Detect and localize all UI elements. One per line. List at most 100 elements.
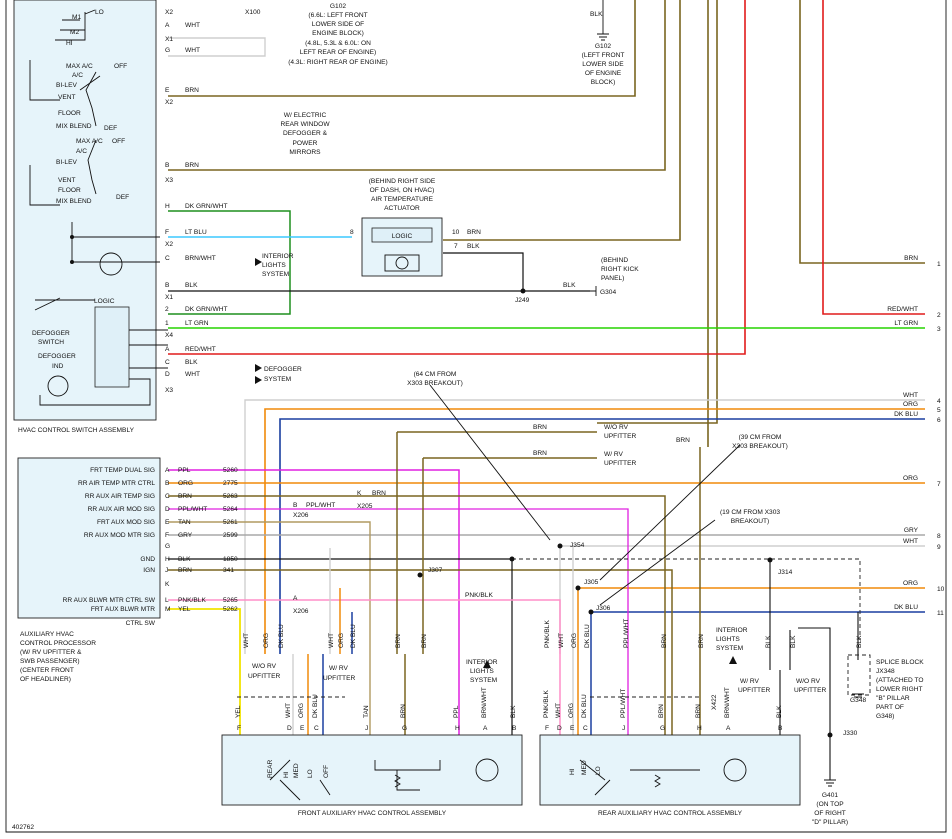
- defogger-ind-icon: [47, 375, 69, 397]
- rear-upper-1: WHT: [558, 633, 565, 648]
- rear-switch-1: MED: [581, 760, 588, 775]
- right-row-wire-6: ORG: [903, 475, 918, 482]
- aux-sig-pin-7: H: [165, 556, 170, 563]
- rear-pin-1: D: [557, 725, 562, 732]
- rear-upper-2: ORG: [571, 633, 578, 648]
- note-19cm-1: BREAKOUT): [731, 518, 769, 525]
- j314-label: J314: [778, 569, 793, 576]
- aux-sig-label-5: RR AUX MOD MTR SIG: [84, 532, 155, 539]
- wire-brn-x205: [360, 495, 666, 735]
- mode1-3: BI-LEV: [56, 82, 77, 89]
- g401-1: (ON TOP: [816, 801, 844, 808]
- x100-label: X100: [245, 9, 261, 16]
- aux-sig-label-0: FRT TEMP DUAL SIG: [90, 467, 155, 474]
- front-w-1: UPFITTER: [323, 675, 355, 682]
- rear-title: REAR AUXILIARY HVAC CONTROL ASSEMBLY: [598, 810, 743, 817]
- front-pin-2: E: [300, 725, 305, 732]
- rear-int-0: INTERIOR: [716, 627, 748, 634]
- wire-label-blk-c: BLK: [185, 359, 198, 366]
- defogger-switch-0: DEFOGGER: [32, 330, 70, 337]
- front-wire-7: BRN/WHT: [481, 687, 488, 718]
- sw-lo: LO: [95, 9, 104, 16]
- mode1-2: A/C: [72, 72, 83, 79]
- wire-label-wht-g: WHT: [185, 47, 200, 54]
- aux-sig-circuit-2: 5263: [223, 493, 238, 500]
- front-pin-4: J: [365, 725, 368, 732]
- g401-0: G401: [822, 792, 838, 799]
- g304-wire: BLK: [563, 282, 576, 289]
- defogger-sys-0: DEFOGGER: [264, 366, 302, 373]
- ground-g401-icon: [824, 779, 836, 787]
- aux-sig-circuit-11: 5262: [223, 606, 238, 613]
- front-pin-1: D: [287, 725, 292, 732]
- front-assembly-box: [221, 734, 523, 806]
- aux-sig-label-1: RR AIR TEMP MTR CTRL: [78, 480, 155, 487]
- mode2-4: VENT: [58, 177, 76, 184]
- x205-brn: BRN: [372, 490, 386, 497]
- arrow-defogger: [255, 364, 262, 384]
- wire-wht-row9: [559, 545, 925, 654]
- right-row-num-9: 10: [937, 586, 945, 593]
- aux-sig-label-3: RR AUX AIR MOD SIG: [88, 506, 155, 513]
- j305-dot: [575, 585, 581, 591]
- defogger-note-3: POWER: [293, 140, 318, 147]
- g102-right-3: LOWER SIDE: [582, 61, 624, 68]
- wire-dashed-gnd: [512, 558, 861, 640]
- pin-x1-top: X1: [165, 36, 173, 43]
- right-row-wire-2: LT GRN: [894, 320, 918, 327]
- right-row-num-1: 2: [937, 312, 941, 319]
- right-row-num-4: 5: [937, 407, 941, 414]
- g304-note-1: RIGHT KICK: [601, 266, 639, 273]
- wire-label-redwht: RED/WHT: [185, 346, 216, 353]
- aux-sig-wire-10: PNK/BLK: [178, 597, 206, 604]
- wire-red-row2: [822, 0, 925, 315]
- front-assembly-internals: [269, 758, 499, 801]
- actuator-box: [361, 217, 443, 277]
- g102-left-5: LEFT REAR OF ENGINE): [300, 49, 376, 56]
- front-upper-0: WHT: [243, 633, 250, 648]
- rear-pin-0: F: [545, 725, 549, 732]
- j306-label: J306: [596, 605, 611, 612]
- wire-brn-row1: [799, 0, 925, 264]
- pin-a-red: A: [165, 346, 170, 353]
- wire-blk-g401: [798, 627, 831, 780]
- wire-blk-actuator: [443, 252, 524, 291]
- front-upper-7: BRN: [421, 634, 428, 648]
- right-row-wire-8: WHT: [903, 538, 918, 545]
- rear-upper-9: BLK: [856, 635, 863, 648]
- actuator-pin10-wire: BRN: [467, 229, 481, 236]
- aux-sig-wire-0: PPL: [178, 467, 191, 474]
- rear-switch-0: HI: [569, 768, 576, 775]
- int-lights-1: LIGHTS: [262, 262, 286, 269]
- j249-label: J249: [515, 297, 530, 304]
- pin-f-sw: F: [165, 229, 169, 236]
- wire-label-ltgrn: LT GRN: [185, 320, 209, 327]
- wire-brn-actuator-10: [443, 0, 681, 241]
- defogger-ind-1: IND: [52, 363, 64, 370]
- front-wire-8: BLK: [510, 705, 517, 718]
- aux-sig-circuit-3: 5264: [223, 506, 238, 513]
- front-pin-7: A: [483, 725, 488, 732]
- actuator-pin10: 10: [452, 229, 460, 236]
- aux-sig-label-10: RR AUX BLWR MTR CTRL SW: [63, 597, 156, 604]
- pin-b-blk: B: [165, 282, 170, 289]
- g401-3: "D" PILLAR): [812, 819, 848, 826]
- front-wire-1: WHT: [285, 703, 292, 718]
- front-pin-8: B: [512, 725, 517, 732]
- right-row-wire-1: RED/WHT: [887, 306, 918, 313]
- text-layer: G102 (6.6L: LEFT FRONT LOWER SIDE OF ENG…: [12, 3, 945, 831]
- wire-brn-hvac-e: [168, 0, 636, 97]
- front-int-2: SYSTEM: [470, 677, 497, 684]
- pin-x3-sw: X3: [165, 177, 173, 184]
- front-w-0: W/ RV: [329, 665, 349, 672]
- rear-wire-8: BLK: [776, 705, 783, 718]
- mode2-2: A/C: [76, 148, 87, 155]
- wire-wht-top: [168, 37, 266, 57]
- pnkblk-mid: PNK/BLK: [465, 592, 493, 599]
- j330-label: J330: [843, 730, 858, 737]
- pin-c-blk: C: [165, 359, 170, 366]
- splice-3: LOWER RIGHT: [876, 686, 923, 693]
- leader-19cm: [599, 519, 716, 606]
- pin-h-sw: H: [165, 203, 170, 210]
- aux-sig-pin-3: D: [165, 506, 170, 513]
